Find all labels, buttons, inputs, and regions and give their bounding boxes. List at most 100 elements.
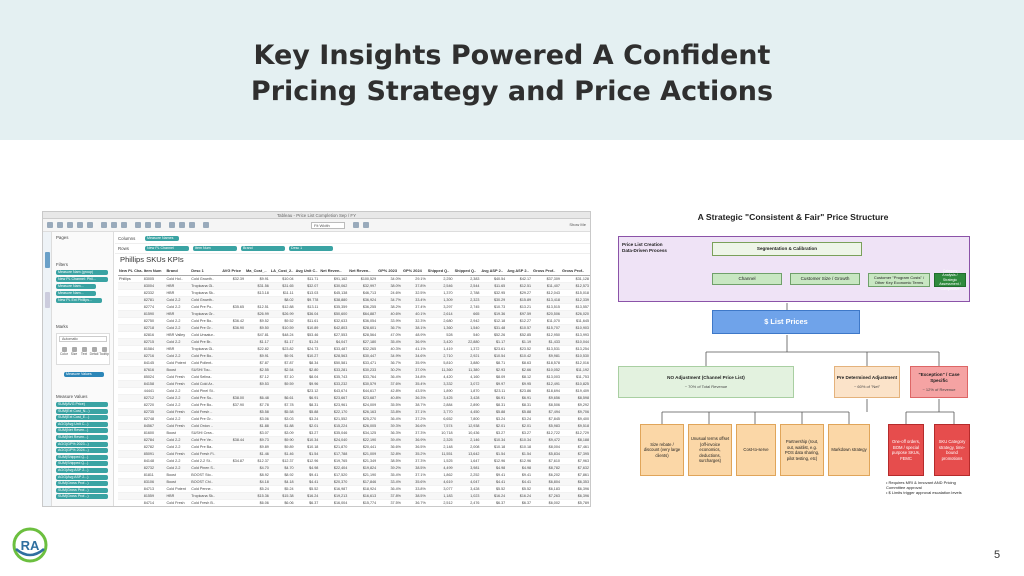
column-header[interactable]: Net Reven.. bbox=[319, 267, 349, 276]
column-header[interactable]: Shipped Q.. bbox=[426, 267, 454, 276]
column-header[interactable]: Avg Unit C.. bbox=[294, 267, 320, 276]
columns-pill[interactable]: Measure Names bbox=[145, 236, 179, 241]
view-title: Phillips SKUs KPIs bbox=[120, 255, 184, 264]
column-header[interactable]: Net Reven.. bbox=[348, 267, 378, 276]
clear-icon[interactable] bbox=[121, 222, 127, 228]
measure-values-label: Measure Values bbox=[56, 394, 88, 399]
table-cell: $1,433 bbox=[532, 338, 561, 346]
table-cell: $6.91 bbox=[480, 394, 507, 402]
table-cell: 83004 bbox=[142, 282, 166, 290]
column-header[interactable]: Gross Prof.. bbox=[532, 267, 561, 276]
redo-icon[interactable] bbox=[67, 222, 73, 228]
new-datasource-icon[interactable] bbox=[87, 222, 93, 228]
fix-axes-icon[interactable] bbox=[203, 222, 209, 228]
measure-value-pill[interactable]: SUM(AVG Price) bbox=[56, 402, 108, 407]
save-icon[interactable] bbox=[77, 222, 83, 228]
measure-value-pill[interactable]: SUM(Shipped Q...) bbox=[56, 454, 108, 460]
plc-line-2: Data-Driven Process bbox=[622, 248, 667, 253]
column-header[interactable]: GP% 2023 bbox=[377, 267, 402, 276]
table-cell: $3.24 bbox=[480, 415, 507, 423]
label-icon[interactable] bbox=[189, 222, 195, 228]
table-cell: $37.90 bbox=[221, 401, 246, 409]
measure-value-pill[interactable]: AGG(Avg ASP 2...) bbox=[56, 468, 108, 473]
present-icon[interactable] bbox=[353, 222, 359, 228]
highlight-icon[interactable] bbox=[169, 222, 175, 228]
share-icon[interactable] bbox=[363, 222, 369, 228]
measure-value-pill[interactable]: SUM(Gross Prof...) bbox=[56, 481, 108, 487]
filter-pill[interactable]: Measure Nam... bbox=[56, 291, 96, 296]
column-header[interactable]: GP% 2024 bbox=[401, 267, 427, 276]
rows-pill[interactable]: New PL Channel bbox=[145, 246, 189, 251]
table-cell: 84713 bbox=[142, 485, 166, 493]
measure-value-pill[interactable]: SUM(Net Reven...) bbox=[56, 428, 108, 434]
measure-value-pill[interactable]: AGG(Avg Unit C...) bbox=[56, 421, 108, 427]
undo-icon[interactable] bbox=[57, 222, 63, 228]
marks-type-select[interactable]: Automatic bbox=[59, 336, 107, 342]
column-header[interactable]: AVG Price bbox=[221, 267, 246, 276]
column-header[interactable]: Avg ASP 2.. bbox=[480, 267, 507, 276]
column-header[interactable]: New PL Cha.. bbox=[118, 267, 143, 276]
tooltip-mark-button[interactable]: Tooltip bbox=[99, 347, 109, 357]
table-cell: $12.96 bbox=[294, 457, 320, 465]
table-cell bbox=[118, 338, 143, 346]
column-header[interactable]: LA_Cost_2.. bbox=[269, 267, 295, 276]
table-cell: $4,047 bbox=[319, 338, 349, 346]
table-cell: 2,745 bbox=[453, 303, 481, 311]
measure-value-pill[interactable]: SUM(Ext Cost_E...) bbox=[56, 415, 108, 421]
column-header[interactable]: Avg ASP 2.. bbox=[506, 267, 533, 276]
table-cell: 1,525 bbox=[426, 457, 454, 465]
column-header[interactable]: Gross Prof.. bbox=[560, 267, 590, 276]
analytics-tab[interactable] bbox=[45, 292, 50, 308]
table-cell: 1,372 bbox=[453, 345, 481, 353]
group-icon[interactable] bbox=[179, 222, 185, 228]
sort-asc-icon[interactable] bbox=[145, 222, 151, 228]
measure-value-pill[interactable]: AGG(GP% 2024...) bbox=[56, 448, 108, 454]
column-header[interactable]: Brand bbox=[165, 267, 191, 276]
show-me-button[interactable]: Show Me bbox=[569, 222, 586, 227]
text-mark-button[interactable]: Text bbox=[79, 347, 89, 357]
column-header[interactable]: Ma_Cost_.. bbox=[245, 267, 270, 276]
table-cell: 37.8% bbox=[377, 492, 402, 500]
table-cell: 47.0% bbox=[377, 331, 402, 339]
filter-pill[interactable]: New PL Ext Phillips... bbox=[56, 298, 102, 303]
size-mark-button[interactable]: Size bbox=[69, 347, 79, 357]
data-tab[interactable] bbox=[45, 252, 50, 268]
column-header[interactable]: Desc 1 bbox=[190, 267, 222, 276]
approval-note: • Requires MRI & Innovant AND Pricing Co… bbox=[886, 480, 974, 496]
swap-icon[interactable] bbox=[135, 222, 141, 228]
color-mark-button[interactable]: Color bbox=[59, 347, 69, 357]
table-cell: 7,574 bbox=[426, 422, 454, 430]
detail-mark-button[interactable]: Detail bbox=[89, 347, 99, 357]
filter-pill[interactable]: Measure Nam... bbox=[56, 284, 96, 289]
duplicate-icon[interactable] bbox=[111, 222, 117, 228]
sort-desc-icon[interactable] bbox=[155, 222, 161, 228]
column-header[interactable]: Shipped Q.. bbox=[453, 267, 481, 276]
column-header[interactable]: Item Num bbox=[142, 267, 166, 276]
new-sheet-icon[interactable] bbox=[101, 222, 107, 228]
measure-value-pill[interactable]: SUM(Gross Prof...) bbox=[56, 494, 108, 500]
measure-value-pill[interactable]: SUM(Gross Prof...) bbox=[56, 487, 108, 493]
table-cell: Cold Fresh bbox=[165, 422, 191, 430]
filter-pill[interactable]: Measure Nam (group) bbox=[56, 270, 108, 275]
measure-value-pill[interactable]: SUM(Net Reven...) bbox=[56, 435, 108, 440]
rows-pill[interactable]: Brand bbox=[241, 246, 285, 251]
table-cell: $10.73 bbox=[480, 303, 507, 311]
tableau-logo-icon[interactable] bbox=[47, 222, 53, 228]
marks-measure-values-pill[interactable]: Measure Values bbox=[64, 372, 104, 377]
measure-value-pill[interactable]: AGG(Avg ASP 2...) bbox=[56, 474, 108, 480]
table-cell: 1,870 bbox=[453, 387, 481, 395]
table-cell: 2,008 bbox=[453, 443, 481, 451]
rows-pill[interactable]: Item Num bbox=[193, 246, 237, 251]
table-cell: $32.95 bbox=[480, 289, 507, 297]
measure-value-pill[interactable]: AGG(GP% 2023...) bbox=[56, 441, 108, 447]
measure-value-pill[interactable]: SUM(Shipped Q...) bbox=[56, 461, 108, 467]
rows-pill[interactable]: Desc 1 bbox=[289, 246, 333, 251]
measure-value-pill[interactable]: SUM(Ext Cost_N...) bbox=[56, 408, 108, 414]
table-cell: $6.37 bbox=[506, 499, 533, 506]
filter-pill[interactable]: New PL Channel: Phil... bbox=[56, 277, 108, 282]
fit-select[interactable]: Fit Width bbox=[311, 222, 345, 229]
